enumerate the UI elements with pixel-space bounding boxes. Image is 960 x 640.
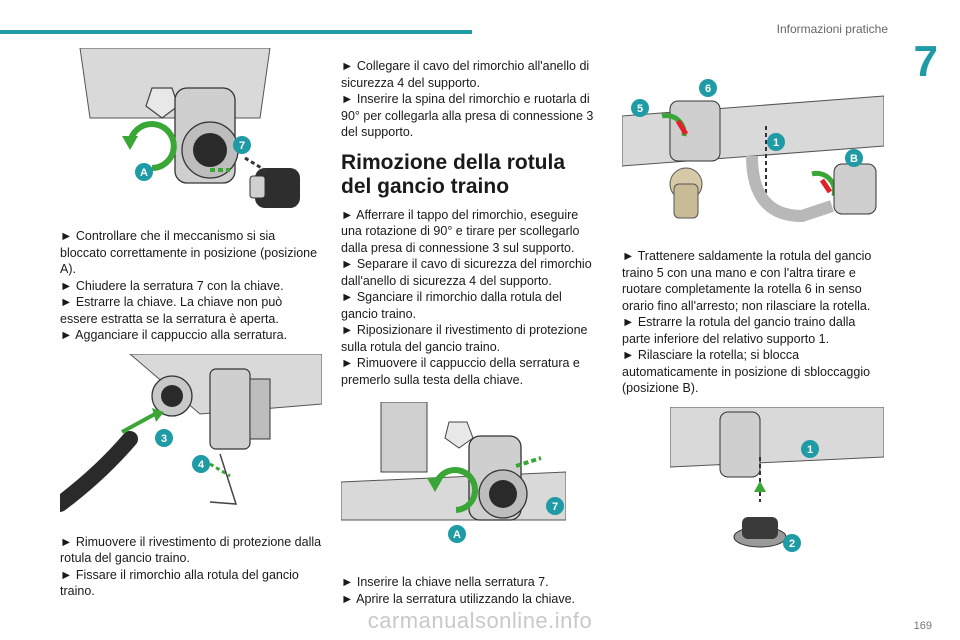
text-line: ► Separare il cavo di sicurezza del rimo… — [341, 257, 592, 288]
callout-7: 7 — [552, 501, 558, 513]
column-1: 7 A ► Controllare che il meccanismo si s… — [60, 48, 322, 600]
text-line: ► Controllare che il meccanismo si sia b… — [60, 229, 318, 276]
callout-2: 2 — [789, 538, 795, 550]
text-line: ► Trattenere saldamente la rotula del ga… — [622, 249, 872, 313]
chapter-number: 7 — [913, 37, 938, 86]
text-line: ► Afferrare il tappo del rimorchio, eseg… — [341, 207, 580, 255]
callout-b: B — [850, 153, 858, 165]
illustration-trailer-connection: 3 4 — [60, 353, 322, 522]
callout-6: 6 — [705, 83, 711, 95]
illustration-ball-removal: 6 5 1 B — [622, 76, 884, 236]
callout-3: 3 — [161, 433, 167, 445]
watermark: carmanualsonline.info — [367, 608, 593, 633]
header-accent-bar — [0, 30, 472, 34]
section-heading: Rimozione della rotula del gancio traino — [341, 150, 566, 198]
text-line: ► Estrarre la rotula del gancio traino d… — [622, 315, 856, 346]
section-title: Informazioni pratiche — [776, 22, 888, 36]
callout-5: 5 — [637, 103, 643, 115]
text-line: ► Inserire la spina del rimorchio e ruot… — [341, 92, 594, 139]
text-line: ► Sganciare il rimorchio dalla rotula de… — [341, 290, 562, 321]
column-2: ► Collegare il cavo del rimorchio all'an… — [341, 58, 599, 607]
text-line: ► Agganciare il cappuccio alla serratura… — [60, 328, 288, 342]
text-line: ► Chiudere la serratura 7 con la chiave. — [60, 278, 284, 293]
text-line: ► Rilasciare la rotella; si blocca autom… — [622, 348, 871, 395]
callout-1: 1 — [807, 444, 813, 456]
text-line: ► Inserire la chiave nella serratura 7. — [341, 575, 549, 589]
text-line: ► Rimuovere il rivestimento di protezion… — [60, 534, 322, 566]
illustration-lock-closed: 7 A — [60, 48, 322, 216]
text-line: ► Collegare il cavo del rimorchio all'an… — [341, 59, 590, 90]
text-line: ► Estrarre la chiave. La chiave non può … — [60, 295, 283, 326]
illustration-cap-fit: 1 2 — [670, 406, 884, 557]
callout-a: A — [453, 529, 461, 541]
page-number: 169 — [913, 620, 932, 632]
text-line: ► Riposizionare il rivestimento di prote… — [341, 323, 588, 354]
text-line: ► Fissare il rimorchio alla rotula del g… — [60, 567, 299, 599]
callout-1: 1 — [773, 137, 779, 149]
illustration-lock-open: 7 A — [341, 402, 566, 560]
callout-7: 7 — [239, 140, 245, 152]
column-3: 6 5 1 B ► Trattenere saldamente la rotul… — [622, 76, 884, 557]
text-line: ► Aprire la serratura utilizzando la chi… — [341, 591, 576, 606]
callout-a: A — [140, 167, 148, 179]
text-line: ► Rimuovere il cappuccio della serratura… — [341, 356, 580, 387]
callout-4: 4 — [198, 459, 205, 471]
